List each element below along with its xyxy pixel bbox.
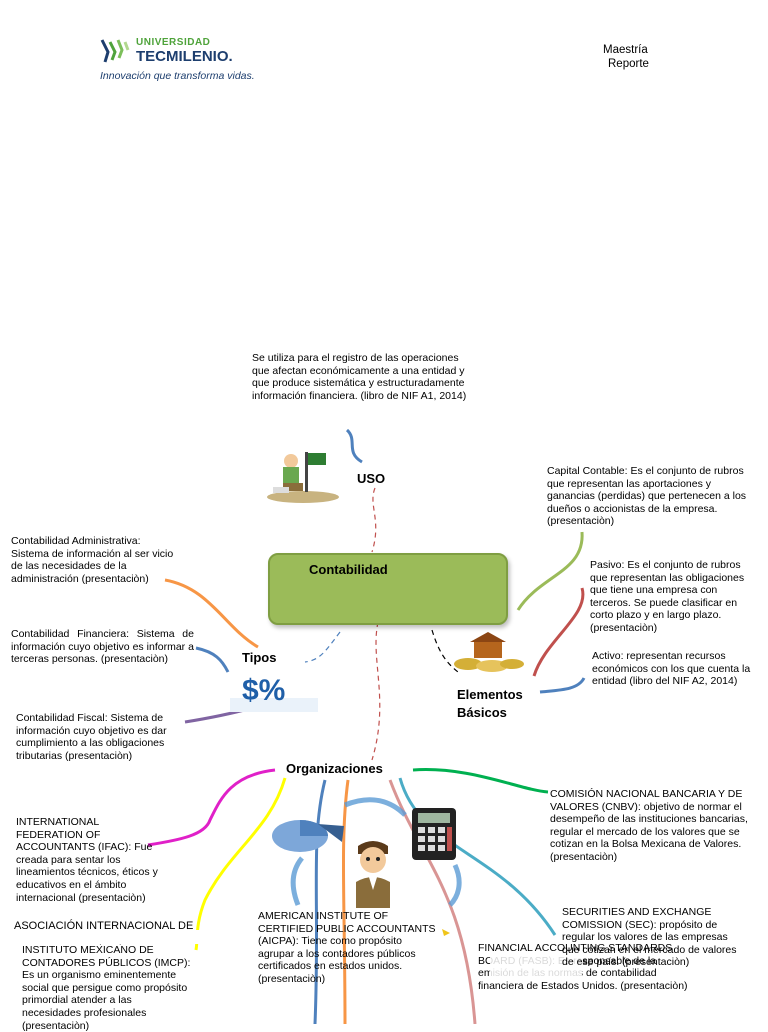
org-aicpa: AMERICAN INSTITUTE OF CERTIFIED PUBLIC A… xyxy=(258,910,436,985)
tipo-financiera: Contabilidad Financiera: Sistema de info… xyxy=(11,628,194,666)
central-node-label: Contabilidad xyxy=(309,562,388,577)
connector-cnbv xyxy=(412,768,549,794)
org-ifac: INTERNATIONAL FEDERATION OF ACCOUNTANTS … xyxy=(16,816,158,904)
central-node xyxy=(268,553,508,625)
dashed-connector-uso xyxy=(371,487,377,553)
money-percent-icon: $% xyxy=(230,668,318,712)
elementos-label-line2: Básicos xyxy=(457,705,507,720)
calculator-icon xyxy=(410,806,458,862)
tipo-administrativa: Contabilidad Administrativa: Sistema de … xyxy=(11,535,174,585)
arrow-decor-1 xyxy=(344,797,407,817)
house-coins-icon xyxy=(448,630,528,674)
dashed-connector-org xyxy=(371,621,381,761)
brand-tagline: Innovación que transforma vidas. xyxy=(100,70,255,82)
connector-aicpa xyxy=(313,779,327,1024)
org-imcp: INSTITUTO MEXICANO DE CONTADORES PÚBLICO… xyxy=(22,944,191,1032)
pie-chart-icon xyxy=(270,812,350,858)
connector-tipo-admin xyxy=(164,578,259,649)
small-arrow-icon xyxy=(440,924,454,936)
uso-label: USO xyxy=(357,471,386,486)
connector-activo xyxy=(539,677,586,694)
arrow-decor-3 xyxy=(448,863,462,907)
organizaciones-label: Organizaciones xyxy=(286,761,383,776)
elemento-capital: Capital Contable: Es el conjunto de rubr… xyxy=(547,465,747,528)
brand-university: UNIVERSIDAD xyxy=(136,37,211,48)
elementos-label-line1: Elementos xyxy=(457,687,523,702)
header-degree: Maestría xyxy=(603,44,648,56)
connector-uso-text xyxy=(345,428,363,464)
tipo-fiscal: Contabilidad Fiscal: Sistema de informac… xyxy=(16,712,167,762)
tipos-label: Tipos xyxy=(242,650,277,665)
money-percent-glyph: $% xyxy=(242,674,285,707)
thinking-man-icon xyxy=(350,838,396,908)
worker-clipart-icon xyxy=(265,447,341,503)
dashed-connector-elementos xyxy=(431,629,459,673)
elemento-pasivo: Pasivo: Es el conjunto de rubros que rep… xyxy=(590,559,745,634)
dashed-connector-tipos xyxy=(304,631,341,663)
overlap-mask-fasb xyxy=(490,955,582,981)
connector-sec xyxy=(398,777,557,936)
tecmilenio-logo-mark xyxy=(100,38,130,64)
connector-fasb xyxy=(388,779,477,1024)
connector-capital xyxy=(516,531,584,611)
org-sec: SECURITIES AND EXCHANGE COMISSION (SEC):… xyxy=(562,906,737,969)
connector-ifac xyxy=(147,768,276,847)
connector-pasivo xyxy=(532,587,585,677)
uso-description: Se utiliza para el registro de las opera… xyxy=(252,352,467,402)
elemento-activo: Activo: representan recursos económicos … xyxy=(592,650,751,688)
connector-tipo-financiera xyxy=(195,646,230,673)
brand-name: TECMILENIO. xyxy=(136,48,233,65)
org-cnbv: COMISIÓN NACIONAL BANCARIA Y DE VALORES … xyxy=(550,788,748,863)
header-report: Reporte xyxy=(608,58,649,70)
overlap-mask xyxy=(10,930,210,944)
arrow-decor-2 xyxy=(290,856,304,906)
